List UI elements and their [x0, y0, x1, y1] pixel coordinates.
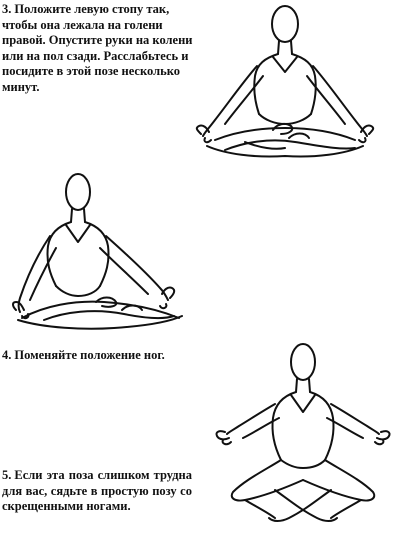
seated-cross-legged-figure-icon: [205, 340, 401, 530]
step-text: Поменяйте положение ног.: [14, 348, 165, 362]
step-4-instruction: 4.Поменяйте положение ног.: [2, 348, 232, 364]
seated-lotus-figure-icon: [4, 170, 194, 330]
step-text: Если эта поза слишком трудна для вас, ся…: [2, 468, 192, 513]
step-5-instruction: 5.Если эта поза слишком трудна для вас, …: [2, 468, 192, 515]
step-number: 4.: [2, 348, 12, 362]
seated-lotus-figure-icon: [185, 2, 385, 160]
step-number: 5.: [2, 468, 12, 482]
step-text: Положите левую стопу так, чтобы она лежа…: [2, 2, 193, 94]
step-3-instruction: 3.Положите левую стопу так, чтобы она ле…: [2, 2, 198, 95]
step-number: 3.: [2, 2, 12, 16]
